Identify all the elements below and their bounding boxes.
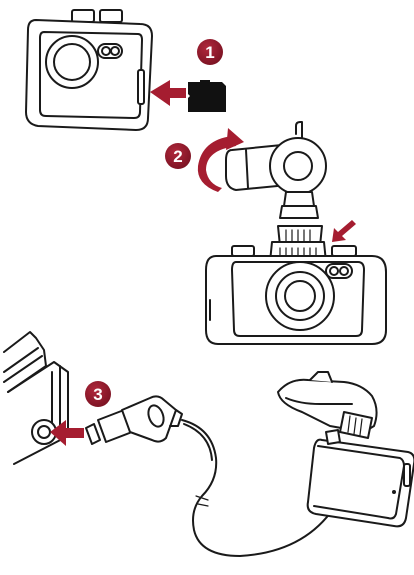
- insert-arrow-step-2: [332, 220, 356, 242]
- step-number-2: 2: [173, 147, 182, 166]
- dashcam-back-mounted-icon: [278, 372, 414, 526]
- car-dashboard-socket-icon: [4, 332, 68, 464]
- step-badge-2: 2: [165, 143, 191, 169]
- step-number-3: 3: [93, 385, 102, 404]
- step-number-1: 1: [205, 43, 214, 62]
- dashcam-front-icon: [26, 10, 152, 130]
- step-badge-3: 3: [85, 381, 111, 407]
- insert-arrow-step-1: [150, 80, 186, 106]
- step-badge-1: 1: [197, 39, 223, 65]
- dashcam-front-mounted-icon: [206, 242, 386, 344]
- microsd-card-icon: [188, 80, 226, 112]
